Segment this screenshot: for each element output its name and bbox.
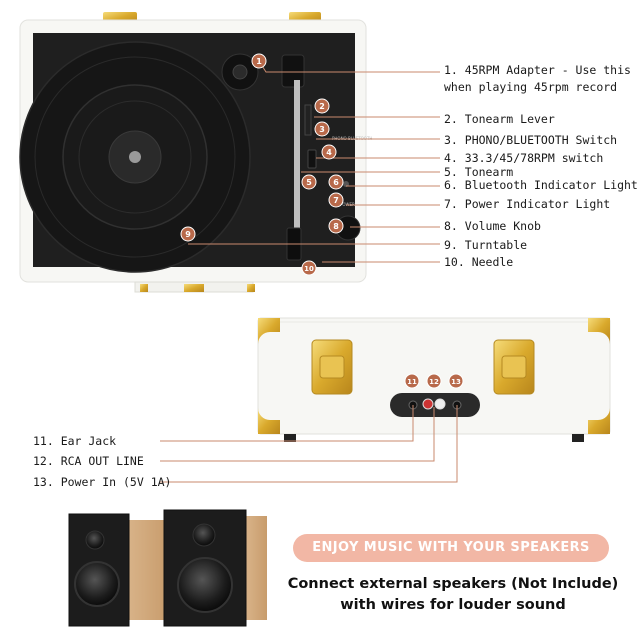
corner-top-left	[258, 318, 280, 344]
corner-top-right	[588, 318, 610, 344]
callout-number-5: 5	[306, 178, 312, 187]
callout-label-13: 13. Power In (5V 1A)	[33, 475, 172, 489]
callout-badge-7: 7	[328, 192, 344, 208]
callout-number-13: 13	[451, 378, 461, 386]
callout-label-2: 2. Tonearm Lever	[444, 112, 555, 126]
leader-line-11	[160, 405, 414, 442]
callout-number-10: 10	[304, 265, 314, 273]
callout-badge-3: 3	[314, 121, 330, 137]
callout-badge-5: 5	[301, 174, 317, 190]
tonearm	[294, 80, 300, 230]
callout-number-9: 9	[185, 230, 191, 239]
callout-label-3: 3. PHONO/BLUETOOTH Switch	[444, 133, 618, 147]
callout-label-12: 12. RCA OUT LINE	[33, 454, 144, 468]
callout-label-5: 5. Tonearm	[444, 165, 514, 179]
caption-line-2: with wires for louder sound	[340, 597, 566, 613]
callout-label-10: 10. Needle	[444, 255, 514, 269]
callout-label-8: 8. Volume Knob	[444, 219, 541, 233]
callout-number-2: 2	[319, 102, 325, 111]
speaker-right	[163, 509, 267, 627]
corner-bottom-right	[588, 408, 610, 434]
callout-number-4: 4	[326, 148, 332, 157]
platter	[19, 41, 251, 273]
callout-number-1: 1	[256, 57, 262, 66]
callout-badge-12: 12	[426, 373, 442, 389]
callout-number-12: 12	[429, 378, 439, 386]
corner-bottom-left	[258, 408, 280, 434]
callout-badge-10: 10	[301, 260, 317, 276]
leader-line-12	[160, 407, 435, 462]
callout-badge-13: 13	[448, 373, 464, 389]
rca-white-port	[434, 398, 446, 410]
callout-number-6: 6	[333, 178, 339, 187]
caption-line-1: Connect external speakers (Not Include)	[287, 576, 619, 592]
callout-label-6: 6. Bluetooth Indicator Light	[444, 178, 638, 192]
callout-label-4: 4. 33.3/45/78RPM switch	[444, 151, 604, 165]
rca-red-port	[422, 398, 434, 410]
rpm-switch	[307, 149, 317, 169]
callout-number-8: 8	[333, 222, 339, 231]
callout-badge-1: 1	[251, 53, 267, 69]
promo-banner: ENJOY MUSIC WITH YOUR SPEAKERS	[293, 534, 609, 562]
callout-number-11: 11	[407, 378, 417, 386]
callout-label-11: 11. Ear Jack	[33, 434, 117, 448]
callout-number-3: 3	[319, 125, 325, 134]
turntable-top-view: PHONO BLUETOOTH POWER	[19, 12, 372, 293]
callout-label-7: 7. Power Indicator Light	[444, 197, 611, 211]
callout-label-1: 1. 45RPM Adapter - Use this when playing…	[444, 63, 631, 94]
leader-line-13	[160, 405, 458, 483]
callout-badge-6: 6	[328, 174, 344, 190]
speaker-left	[68, 513, 168, 627]
callout-badge-8: 8	[328, 218, 344, 234]
latch-right	[493, 339, 535, 395]
latch-left	[311, 339, 353, 395]
callout-badge-11: 11	[404, 373, 420, 389]
callout-label-9: 9. Turntable	[444, 238, 528, 252]
callout-badge-4: 4	[321, 144, 337, 160]
callout-badge-9: 9	[180, 226, 196, 242]
tonearm-base	[281, 54, 305, 88]
tonearm-lever	[304, 104, 312, 136]
callout-number-7: 7	[333, 196, 339, 205]
speaker-caption: Connect external speakers (Not Include) …	[284, 574, 622, 616]
callout-badge-2: 2	[314, 98, 330, 114]
